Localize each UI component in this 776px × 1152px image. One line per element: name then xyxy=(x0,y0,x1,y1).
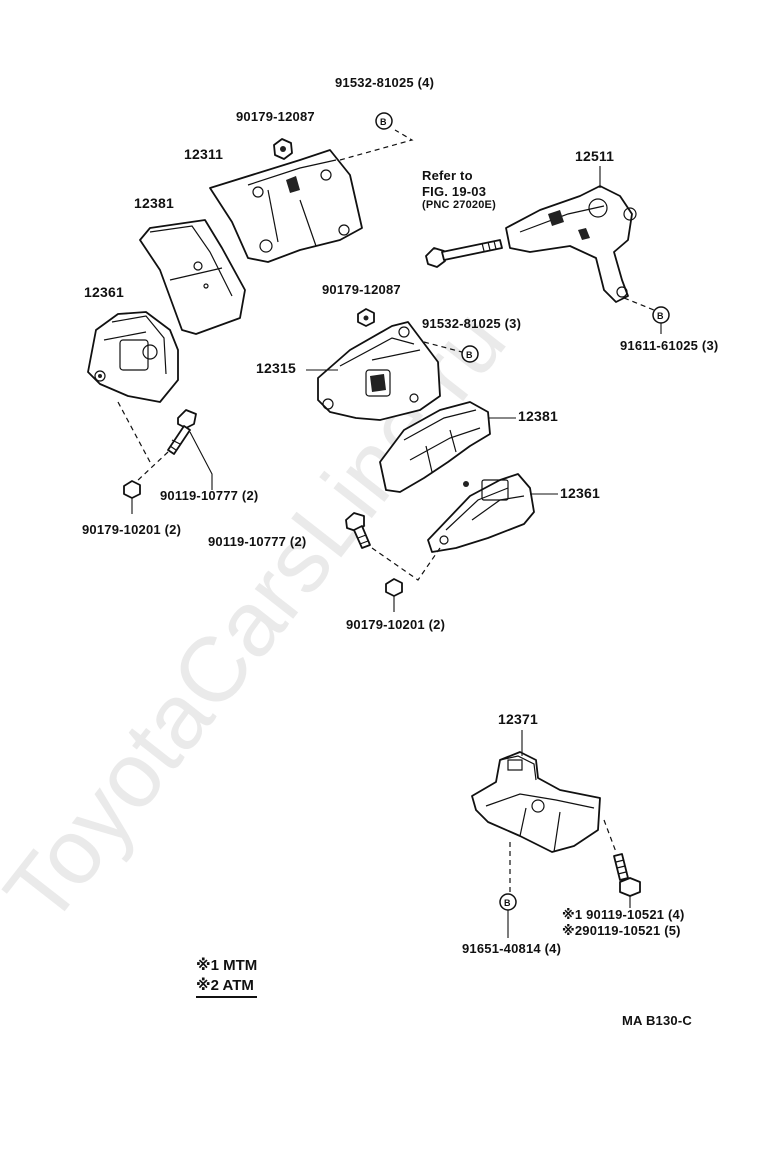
label-12371: 12371 xyxy=(498,711,538,727)
dash-line-mid xyxy=(371,547,441,581)
bracket-12311 xyxy=(209,149,363,263)
bolt-90119-10777-left xyxy=(167,409,197,455)
label-90179-10201-left: 90179-10201 (2) xyxy=(82,522,182,537)
label-12381-right: 12381 xyxy=(518,408,558,424)
nut-90179-12087-top xyxy=(273,138,293,160)
legend-mtm: ※1 MTM xyxy=(196,957,258,974)
dash-line-91611 xyxy=(623,297,655,311)
svg-text:B: B xyxy=(657,311,664,321)
refer-note-line1: Refer to xyxy=(422,168,473,183)
bracket-12361-right xyxy=(427,473,535,553)
label-12311: 12311 xyxy=(184,146,224,162)
marker-b-91651: B xyxy=(499,893,517,911)
label-90179-12087-top: 90179-12087 xyxy=(236,109,315,124)
nut-90179-12087-mid xyxy=(357,308,375,327)
label-91532-81025-mid: 91532-81025 (3) xyxy=(422,316,522,331)
dash-line-10521 xyxy=(603,819,617,853)
dash-line-91532-top xyxy=(339,129,414,161)
label-12381-left: 12381 xyxy=(134,195,174,211)
legend: ※1 MTM ※2 ATM xyxy=(196,956,258,998)
lead-90119-left xyxy=(189,431,213,490)
label-91532-81025-top: 91532-81025 (4) xyxy=(335,75,435,90)
refer-note-line2: FIG. 19-03 xyxy=(422,184,487,199)
label-91651-40814: 91651-40814 (4) xyxy=(462,941,562,956)
nut-90179-10201-mid xyxy=(385,578,403,597)
label-12511: 12511 xyxy=(575,148,615,164)
label-90119-10777-left: 90119-10777 (2) xyxy=(160,488,259,503)
bolt-90119-10521 xyxy=(613,853,641,897)
marker-b-91611: B xyxy=(652,306,670,324)
insulator-12381-left xyxy=(139,219,246,335)
insulator-12381-right xyxy=(379,401,491,493)
label-90119-10521-mtm: ※1 90119-10521 (4) xyxy=(562,907,685,922)
svg-text:B: B xyxy=(504,898,511,908)
dash-line-left-b xyxy=(135,451,169,483)
bolt-90119-10777-mid xyxy=(345,512,371,549)
svg-text:B: B xyxy=(466,350,473,360)
nut-90179-10201-left xyxy=(123,480,141,499)
dash-line-91532-mid xyxy=(423,341,463,353)
bracket-12315 xyxy=(317,321,441,421)
label-90119-10777-mid: 90119-10777 (2) xyxy=(208,534,307,549)
legend-atm: ※2 ATM xyxy=(196,976,258,998)
label-12315: 12315 xyxy=(256,360,296,376)
label-90179-10201-mid: 90179-10201 (2) xyxy=(346,617,446,632)
marker-b-91532-mid: B xyxy=(461,345,479,363)
figure-code: MA B130-C xyxy=(622,1013,692,1028)
svg-text:B: B xyxy=(380,117,387,127)
long-bolt-refer xyxy=(425,239,503,268)
label-12361-left: 12361 xyxy=(84,284,124,300)
bracket-12511 xyxy=(505,185,637,303)
dash-line-left-a xyxy=(117,401,151,463)
bracket-12361-left xyxy=(87,311,179,403)
refer-note-line3: (PNC 27020E) xyxy=(422,199,496,211)
marker-b-91532-top: B xyxy=(375,112,393,130)
mount-12371 xyxy=(471,751,601,853)
label-91611-61025: 91611-61025 (3) xyxy=(620,338,719,353)
label-90119-10521-atm: ※290119-10521 (5) xyxy=(562,923,681,938)
label-12361-right: 12361 xyxy=(560,485,600,501)
label-90179-12087-mid: 90179-12087 xyxy=(322,282,401,297)
